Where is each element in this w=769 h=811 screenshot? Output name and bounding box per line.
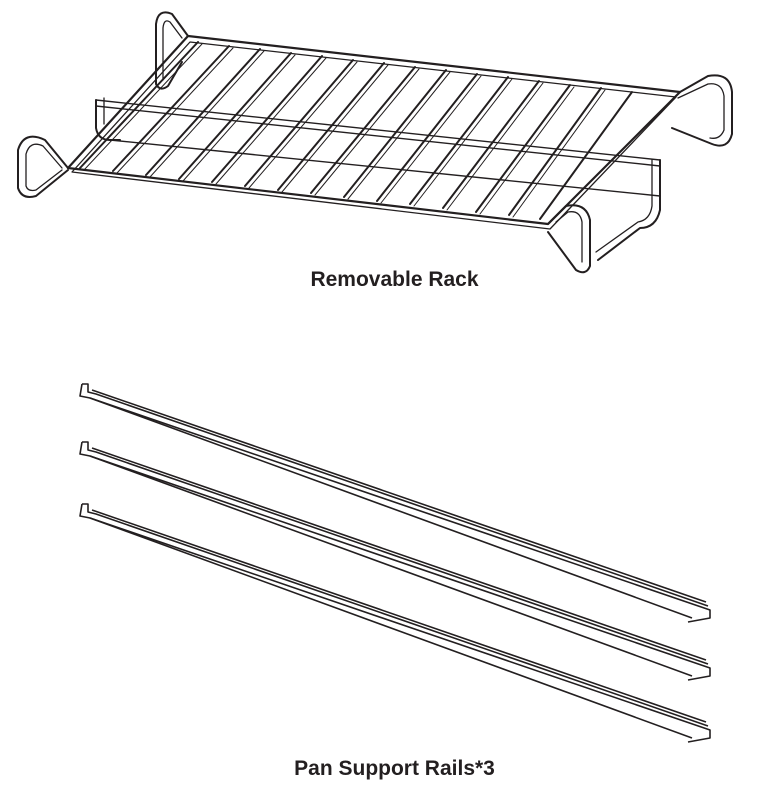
rack-caption: Removable Rack (310, 268, 479, 291)
rails-caption: Pan Support Rails*3 (294, 757, 495, 780)
support-rail-3 (79, 503, 711, 743)
rack-illustration (17, 11, 733, 274)
rack-wire-shadows (83, 43, 606, 218)
rack-wires (79, 41, 633, 220)
pan-support-rails-figure: Pan Support Rails*3 (0, 370, 769, 810)
support-rail-2 (79, 441, 711, 681)
support-rail-1 (79, 383, 711, 623)
removable-rack-figure: Removable Rack (0, 0, 769, 300)
rails-illustration (79, 383, 711, 743)
